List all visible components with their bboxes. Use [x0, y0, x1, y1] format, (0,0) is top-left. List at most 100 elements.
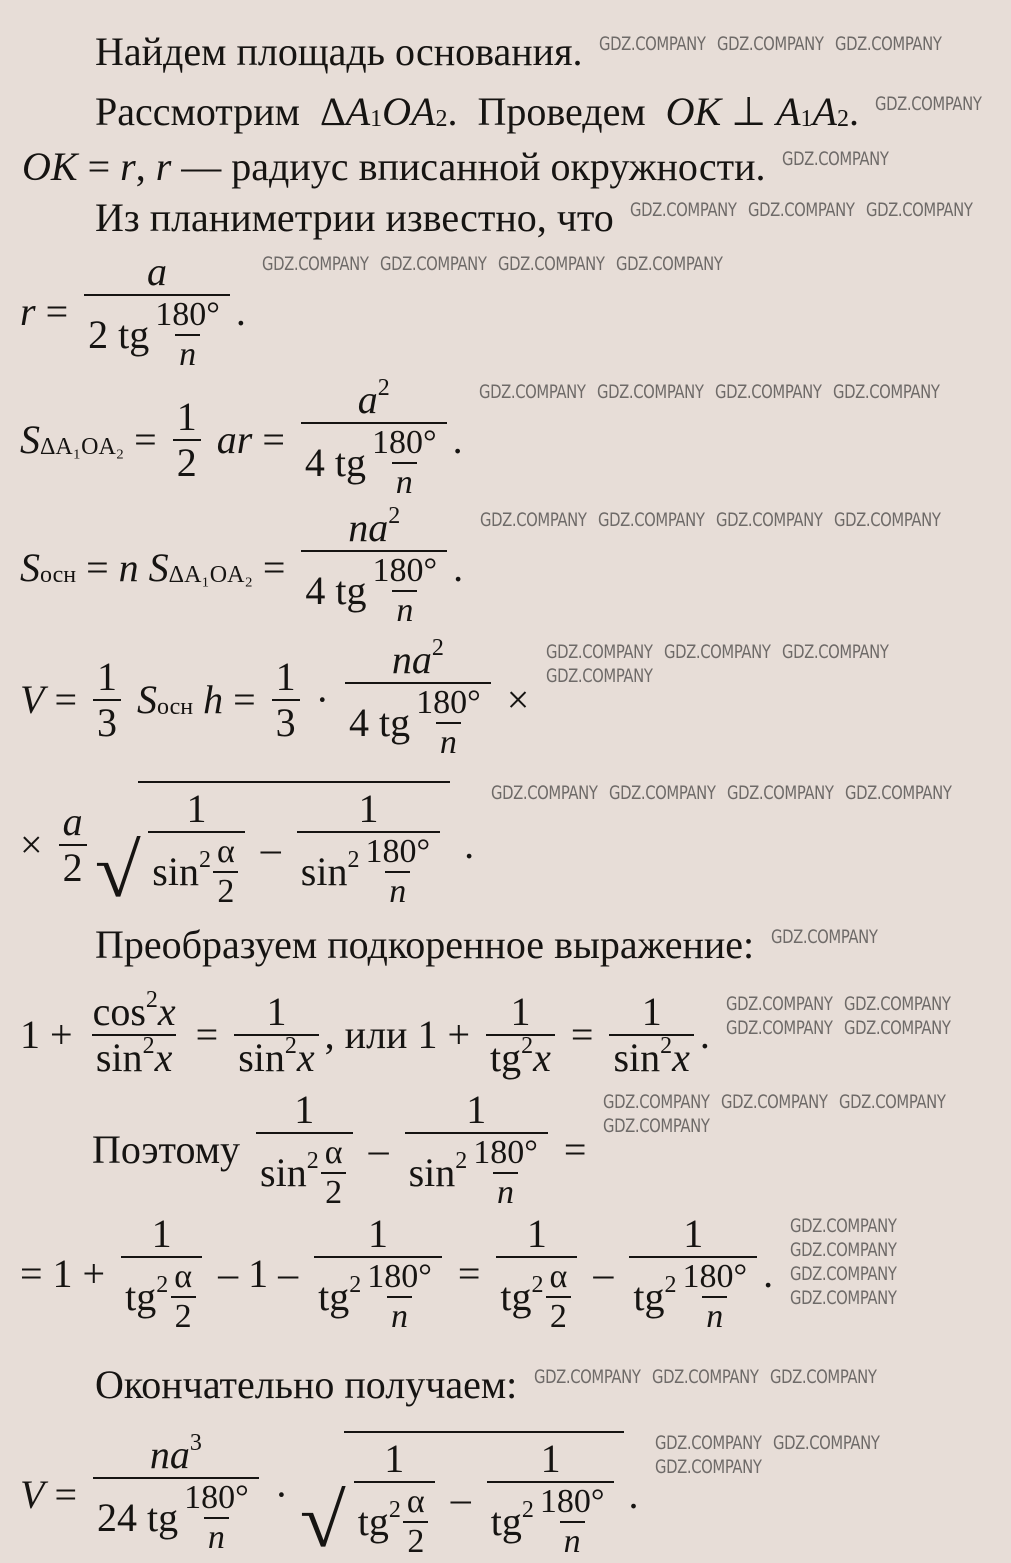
text-run: Поэтому [92, 1127, 251, 1172]
watermark: GDZ.COMPANY [748, 199, 855, 221]
text-run: α [406, 1483, 425, 1520]
denominator: n [385, 871, 411, 909]
watermark: GDZ.COMPANY [599, 33, 706, 55]
text-run: · [264, 1472, 299, 1517]
denominator: 2 [321, 1172, 347, 1210]
text-run: sin [260, 1150, 307, 1195]
text-run: tg [500, 1274, 532, 1319]
text-run: 1 [266, 989, 287, 1034]
numerator: 1 [506, 992, 534, 1034]
math-variable: x [672, 1035, 690, 1080]
numerator: 1 [523, 1214, 551, 1256]
watermark: GDZ.COMPANY [630, 199, 737, 221]
math-variable: S [137, 677, 157, 722]
text-run: 4 tg [348, 700, 411, 745]
math-variable: na [348, 505, 389, 550]
text-run [139, 548, 149, 588]
text-run: . [453, 545, 464, 590]
watermark: GDZ.COMPANY [845, 782, 952, 804]
superscript: 2 [531, 1272, 544, 1298]
text-run: 2 [407, 1523, 425, 1560]
math-variable: x [157, 989, 176, 1034]
numerator: α [213, 835, 239, 871]
text-run: 2 tg [88, 312, 150, 357]
numerator: 180° [180, 1481, 253, 1517]
text-run: 1 [151, 1211, 172, 1256]
text-from-planimetry: Из планиметрии известно, что [95, 198, 614, 238]
watermark: GDZ.COMPANY [790, 1287, 897, 1309]
math-variable: A [345, 89, 371, 134]
denominator: n [387, 1296, 412, 1334]
numerator: α [170, 1260, 196, 1296]
text-run: 1 [466, 1087, 487, 1132]
text-run: – 1 – [208, 1251, 309, 1296]
watermark: GDZ.COMPANY [771, 926, 878, 948]
text-run: α [549, 1258, 568, 1295]
text-run: 180° [155, 296, 220, 333]
superscript: 2 [521, 1497, 534, 1523]
text-run: 2 [549, 1298, 567, 1335]
math-variable: n [207, 1519, 225, 1556]
watermark: GDZ.COMPANY [726, 1017, 833, 1039]
watermark: GDZ.COMPANY [727, 782, 834, 804]
text-run: sin [95, 1035, 143, 1080]
math-variable: n [563, 1523, 581, 1560]
text-run: 24 tg [97, 1495, 179, 1540]
superscript: 2 [156, 1272, 169, 1298]
fraction: 180°n [151, 298, 224, 372]
math-variable: n [497, 1174, 515, 1211]
numerator: α [546, 1260, 572, 1296]
text-run: 1 [186, 786, 207, 831]
text-find-base-area: Найдем площадь основания. [95, 32, 582, 72]
math-variable: OA [382, 89, 436, 134]
text-run: sin [408, 1150, 456, 1195]
text-run: = [76, 545, 119, 590]
superscript: 2 [306, 1148, 319, 1174]
text-run: . [235, 289, 246, 334]
denominator: 2 [545, 1296, 571, 1335]
fraction: 180°n [412, 686, 485, 760]
text-run: — радиус вписанной окружности. [171, 144, 766, 189]
text-run: · [305, 677, 339, 722]
denominator: n [391, 462, 417, 500]
watermark: GDZ.COMPANY [655, 1456, 762, 1478]
text-run: 3 [275, 700, 296, 745]
watermark: GDZ.COMPANY [790, 1215, 897, 1237]
math-variable: V [20, 677, 45, 722]
numerator: 1 [638, 992, 666, 1034]
text-run [127, 680, 137, 720]
superscript: 2 [145, 987, 158, 1013]
text-run: 2 [62, 845, 83, 890]
denominator: 3 [271, 699, 300, 745]
watermark: GDZ.COMPANY [721, 1091, 828, 1113]
denominator: n [702, 1296, 728, 1334]
fraction: 180°n [678, 1260, 751, 1334]
watermark: GDZ.COMPANY [726, 993, 833, 1015]
math-variable: S [148, 545, 169, 590]
text-run: tg [633, 1274, 665, 1319]
text-run: 1 [294, 1087, 315, 1132]
math-variable: n [439, 724, 457, 761]
text-run: 180° [416, 684, 481, 721]
numerator: 180° [151, 298, 224, 334]
superscript: 2 [664, 1272, 677, 1298]
superscript: 2 [521, 1033, 534, 1059]
subscript: 2 [435, 106, 448, 133]
